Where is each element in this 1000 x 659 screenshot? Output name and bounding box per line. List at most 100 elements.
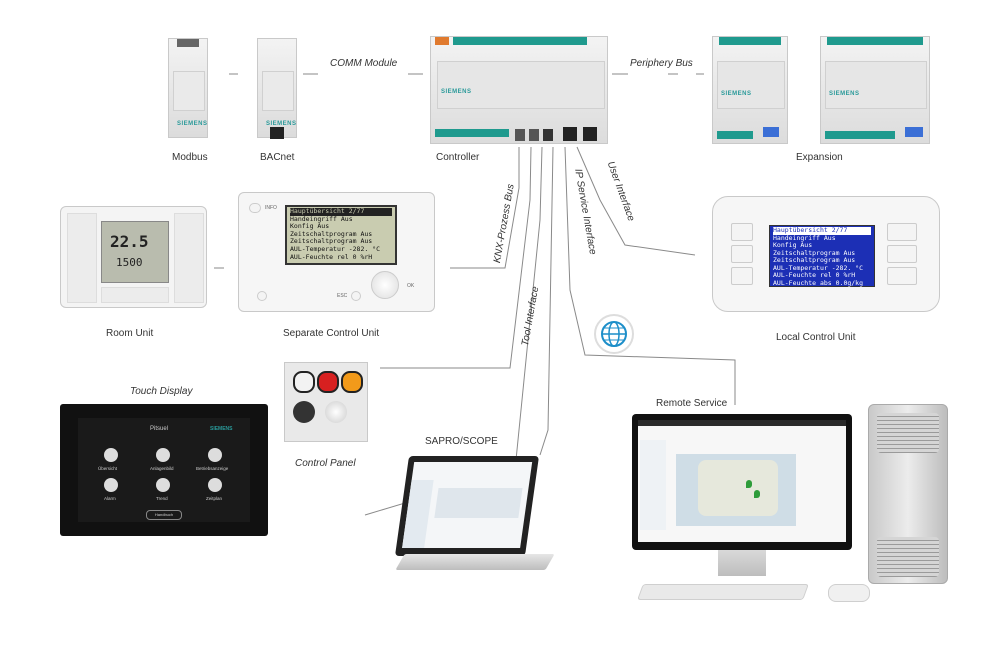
remote-service-label: Remote Service (656, 398, 728, 409)
room-unit-temperature: 22.5 (110, 232, 149, 251)
selector-switch[interactable] (293, 401, 315, 423)
monitor (632, 414, 852, 582)
ok-button-label: OK (407, 283, 415, 289)
lcu-left-button-3[interactable] (731, 267, 753, 285)
tile-alarm-icon[interactable] (104, 478, 118, 492)
touch-display-screen: Pitsuel SIEMENS Übersicht Anlagenbild Be… (78, 418, 250, 522)
periphery-bus-label: Periphery Bus (630, 58, 693, 69)
map-marker-icon (746, 480, 752, 488)
tile-status-label: Betriebsanzeige (196, 466, 229, 471)
expansion-1-bottom-terminals (717, 131, 753, 139)
monitor-sidebar (640, 440, 666, 530)
room-unit-label: Room Unit (106, 328, 154, 339)
local-unit-line-3: Konfig Aus (773, 242, 813, 249)
lcu-left-button-1[interactable] (731, 223, 753, 241)
touch-display-header: Pitsuel (150, 426, 169, 432)
separate-control-unit: INFO Hauptübersicht 2/77 Handeingriff Au… (238, 192, 435, 312)
controller-port-1 (515, 129, 525, 141)
tile-plant-label: Anlagenbild (150, 466, 174, 471)
monitor-stand (718, 550, 766, 576)
room-unit-display: 22.5 1500 (101, 221, 169, 283)
room-unit-right-panel (174, 213, 204, 303)
expansion-1-top-terminals (719, 37, 781, 45)
expansion-2-dip-switch (905, 127, 923, 137)
modbus-label: Modbus (172, 152, 208, 163)
separate-unit-display: Hauptübersicht 2/77 Handeingriff Aus Kon… (285, 205, 397, 265)
local-unit-line-5: Zeitschaltprogram Aus (773, 257, 856, 264)
tile-plant-icon[interactable] (156, 448, 170, 462)
expansion-1-face (717, 61, 785, 109)
local-unit-display: Hauptübersicht 2/77 Handeingriff Aus Kon… (769, 225, 875, 287)
controller: SIEMENS (430, 36, 608, 144)
expansion-2-brand: SIEMENS (829, 91, 860, 97)
local-unit-line-2: Handeingriff Aus (773, 234, 836, 242)
modbus-face (173, 71, 205, 111)
controller-bottom-terminals (435, 129, 509, 137)
laptop-screen-bezel (394, 456, 540, 556)
separate-unit-line-3: Konfig Aus (290, 223, 330, 231)
monitor-map-land (698, 460, 778, 516)
tile-schedule-icon[interactable] (208, 478, 222, 492)
controller-ethernet-port-2 (583, 127, 597, 141)
bacnet-label: BACnet (260, 152, 295, 163)
globe-glyph (601, 321, 627, 347)
local-unit-line-7: AUL-Feuchte rel 0 %rH (773, 272, 856, 279)
mouse (828, 584, 870, 602)
monitor-topbar (638, 420, 846, 426)
tile-overview-icon[interactable] (104, 448, 118, 462)
lcu-left-button-2[interactable] (731, 245, 753, 263)
info-button-label: INFO (265, 205, 277, 211)
control-knob[interactable] (371, 271, 399, 299)
lcu-right-button-1[interactable] (887, 223, 917, 241)
orange-indicator-light (341, 371, 363, 393)
tile-trend-label: Trend (156, 496, 168, 501)
touch-display: Pitsuel SIEMENS Übersicht Anlagenbild Be… (60, 404, 268, 536)
local-unit-line-6: AUL-Temperatur -282. °C (773, 264, 864, 272)
local-control-unit-label: Local Control Unit (776, 332, 856, 343)
room-unit-setpoint: 1500 (116, 256, 143, 269)
local-unit-line-8: AUL-Feuchte abs 0.0g/kg (773, 279, 864, 287)
laptop (394, 450, 555, 584)
comm-module-label: COMM Module (330, 58, 398, 69)
separate-unit-line-4: Zeitschaltprogram Aus (290, 230, 373, 238)
tower-grille-top (877, 413, 939, 453)
expansion-1-dip-switch (763, 127, 779, 137)
expansion-module-2: SIEMENS (820, 36, 930, 144)
expansion-label: Expansion (796, 152, 843, 163)
room-unit: 22.5 1500 (60, 206, 207, 308)
tile-overview-label: Übersicht (98, 466, 118, 471)
controller-ethernet-port-1 (563, 127, 577, 141)
esc-button[interactable] (351, 291, 361, 301)
bell-button[interactable] (257, 291, 267, 301)
tile-trend-icon[interactable] (156, 478, 170, 492)
separate-unit-line-7: AUL-Feuchte rel 0 %rH (290, 253, 373, 261)
sapro-scope-label: SAPRO/SCOPE (425, 436, 498, 447)
separate-unit-line-5: Zeitschaltprogram Aus (290, 238, 373, 246)
tower-grille-bottom (877, 537, 939, 577)
room-unit-left-panel (67, 213, 97, 303)
local-unit-line-4: Zeitschaltprogram Aus (773, 249, 856, 257)
touch-display-brand: SIEMENS (210, 426, 233, 432)
controller-label: Controller (436, 152, 480, 163)
bacnet-face (262, 71, 294, 111)
expansion-1-brand: SIEMENS (721, 91, 752, 97)
control-panel-label: Control Panel (295, 458, 356, 469)
laptop-screen (402, 462, 533, 548)
monitor-screen (638, 420, 846, 542)
monitor-bezel (632, 414, 852, 550)
local-unit-line-1: Hauptübersicht 2/77 (773, 227, 871, 235)
separate-unit-line-2: Handeingriff Aus (290, 215, 353, 223)
bacnet-module: SIEMENS (257, 38, 297, 139)
info-button[interactable] (249, 203, 261, 213)
white-push-button[interactable] (325, 401, 347, 423)
tile-status-icon[interactable] (208, 448, 222, 462)
separate-unit-line-6: AUL-Temperatur -282. °C (290, 245, 381, 253)
bacnet-brand: SIEMENS (266, 121, 297, 127)
lcu-right-button-3[interactable] (887, 267, 917, 285)
white-indicator-light (293, 371, 315, 393)
globe-icon (594, 314, 634, 354)
touch-display-footer-button[interactable]: Handbuch (146, 510, 182, 520)
lcu-right-button-2[interactable] (887, 245, 917, 263)
controller-port-2 (529, 129, 539, 141)
keyboard (637, 584, 809, 600)
